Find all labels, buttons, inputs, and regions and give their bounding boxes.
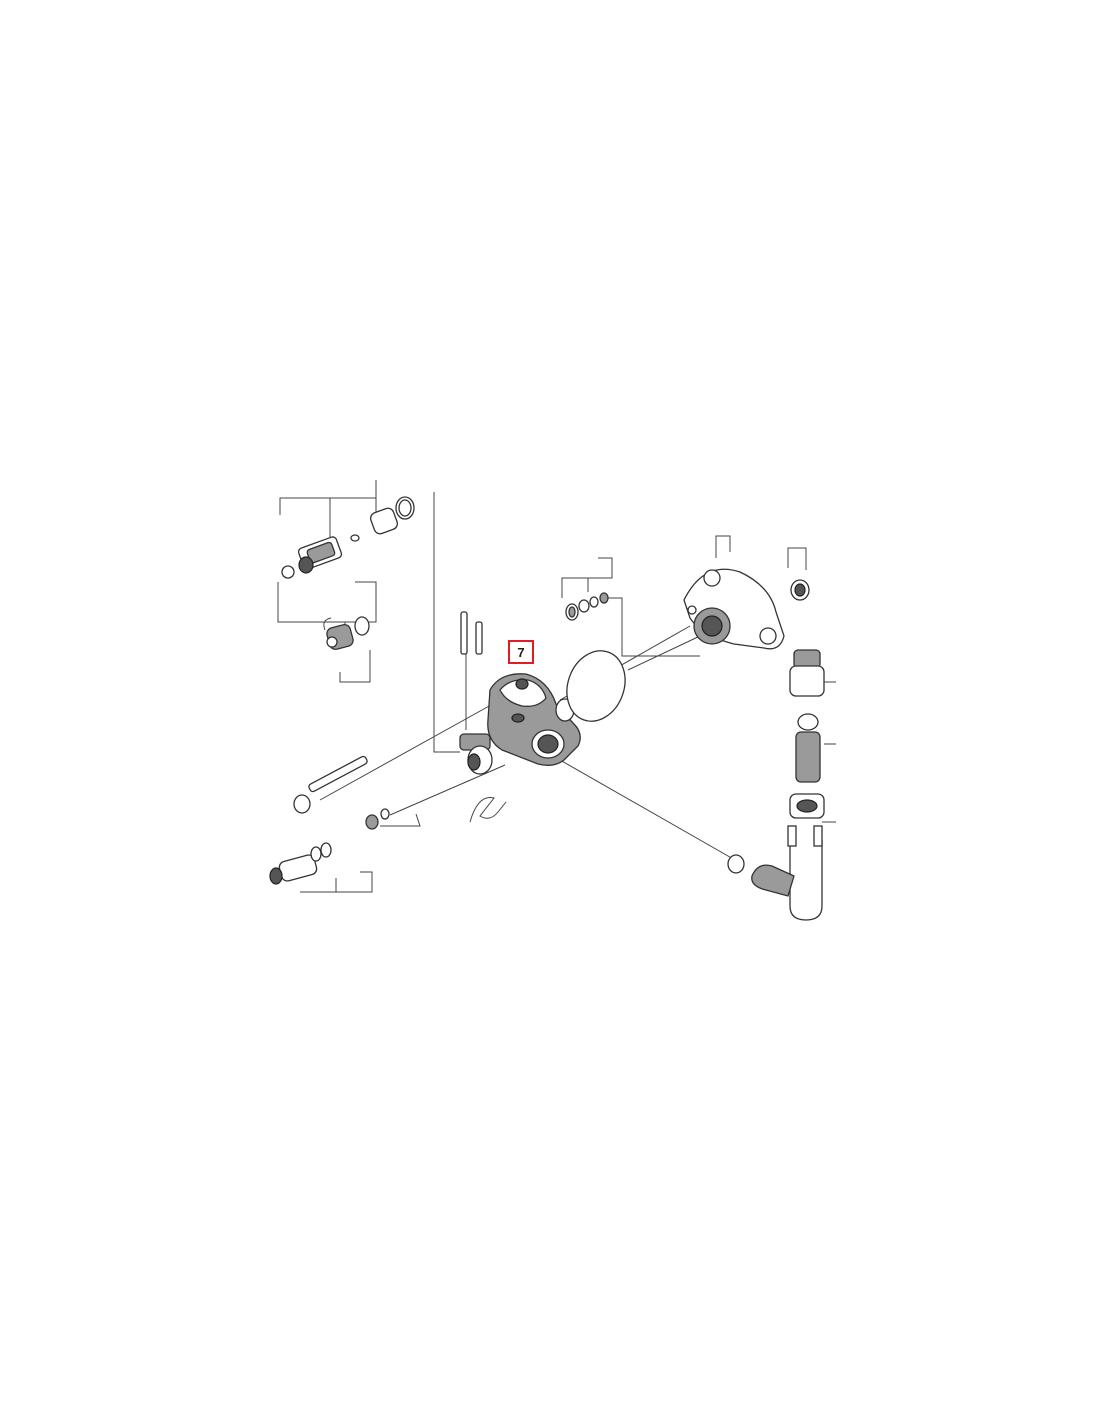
- valve-assembly-top: [281, 496, 415, 651]
- pins: [460, 611, 483, 655]
- callout-part-7: 7: [508, 640, 534, 664]
- leader-lines: [277, 480, 836, 893]
- fittings-lower-left: [269, 797, 507, 885]
- o-rings: [555, 592, 745, 874]
- bolt: [293, 755, 368, 814]
- pump-head: [683, 568, 810, 650]
- inlet-assembly: [751, 649, 825, 921]
- pump-housing-part-7: [459, 673, 581, 775]
